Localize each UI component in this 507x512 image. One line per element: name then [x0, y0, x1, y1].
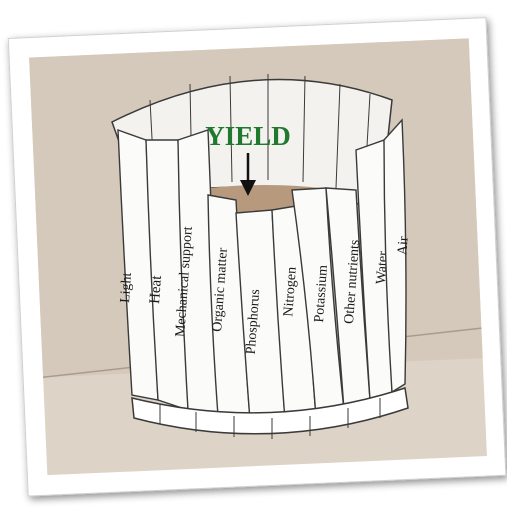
stave-label: Heat: [147, 274, 165, 304]
stave-label: Air: [395, 236, 411, 256]
yield-title: YIELD: [205, 121, 291, 151]
stave-label: Light: [118, 272, 135, 303]
